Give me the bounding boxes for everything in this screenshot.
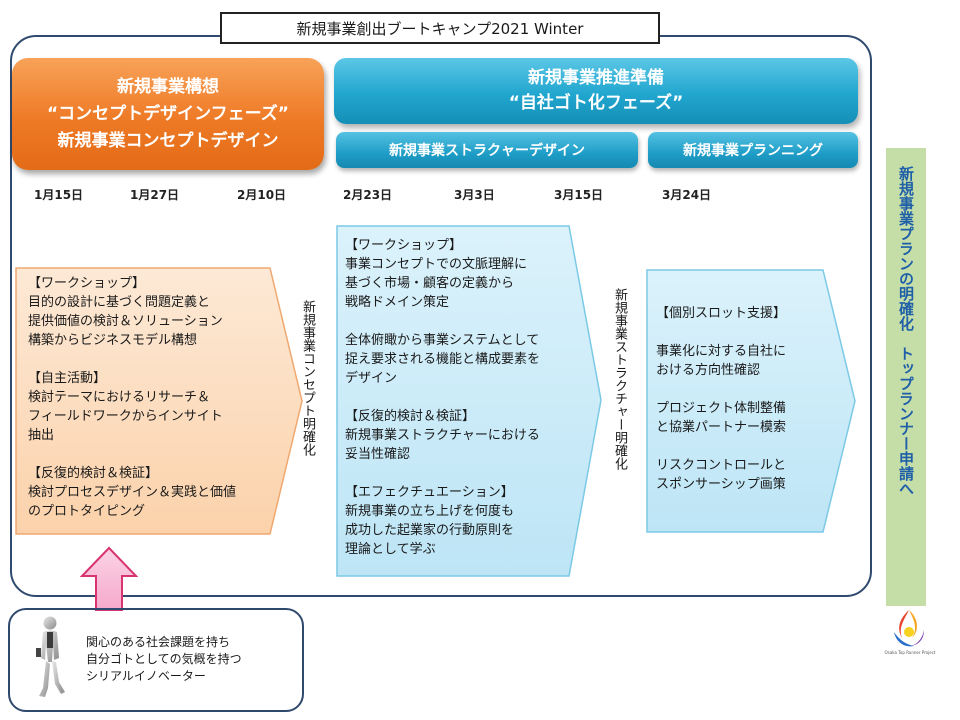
structure-box-line: 【エフェクチュエーション】 [345,485,514,500]
concept-box-line [28,350,288,369]
structure-box-line [345,388,595,407]
concept-box-text: 【ワークショップ】目的の設計に基づく問題定義と提供価値の検討＆ソリューション構築… [28,274,288,521]
sub-phase-planning: 新規事業プランニング [648,132,858,168]
concept-box-line: 検討プロセスデザイン＆実践と価値 [28,485,237,500]
planning-arrow-box [646,269,856,533]
planning-box-line: と協業パートナー模索 [656,420,787,435]
concept-box-line: 検討テーマにおけるリサーチ＆ [28,390,211,405]
phase-concept-line3: 新規事業コンセプトデザイン [57,130,279,151]
page-title: 新規事業創出ブートキャンプ2021 Winter [220,12,660,44]
structure-arrow-box [336,225,602,577]
structure-box-line: デザイン [345,371,398,386]
structure-box-line [345,464,595,483]
structure-box-line [345,312,595,331]
structure-box-line: 理論として学ぶ [345,542,436,557]
planning-box-line: 【個別スロット支援】 [656,306,787,321]
phase-promotion-line1: 新規事業推進準備 [528,68,664,88]
planning-box-line: スポンサーシップ画策 [656,477,786,492]
planning-box-line [656,323,836,342]
phase-promotion-line2: “自社ゴト化フェーズ” [508,93,684,113]
concept-box-line: のプロトタイピング [28,504,146,519]
logo-caption: Osaka Top Runner Project [884,650,936,655]
structure-box-line: 全体俯瞰から事業システムとして [345,333,540,348]
concept-box-line [28,445,288,464]
date-5: 3月3日 [454,188,495,202]
concept-box-line: 提供価値の検討＆ソリューション [28,314,223,329]
date-1: 1月15日 [34,188,84,202]
concept-box-line: 【ワークショップ】 [28,276,146,291]
planning-box-line [656,437,836,456]
sub-phase-structure: 新規事業ストラクャーデザイン [336,132,638,168]
logo-icon [894,610,924,647]
date-2: 1月27日 [130,188,180,202]
date-6: 3月15日 [554,188,604,202]
persona-line: 自分ゴトとしての気概を持つ [86,652,242,666]
date-7: 3月24日 [662,188,712,202]
persona-line: シリアルイノベーター [86,669,206,683]
phase-concept-line1: 新規事業構想 [117,76,219,97]
planning-box-line: プロジェクト体制整備 [656,401,787,416]
persona-box [8,608,304,712]
goal-bar: 新規事業プランの明確化 トップランナー申請へ [886,148,926,606]
date-4: 2月23日 [343,188,393,202]
structure-box-line: 【ワークショップ】 [345,238,463,253]
structure-box-text: 【ワークショップ】事業コンセプトでの文脈理解に基づく市場・顧客の定義から戦略ドメ… [345,236,595,559]
structure-box-line: 新規事業の立ち上げを何度も [345,504,515,519]
concept-box-line: 【自主活動】 [28,371,107,386]
planning-box-line: 事業化に対する自社に [656,344,787,359]
goal-text: 新規事業プランの明確化 トップランナー申請へ [897,166,915,496]
phase-concept-line2: “コンセプトデザインフェーズ” [47,103,289,124]
concept-box-line: 抽出 [28,428,55,443]
concept-box-line: 目的の設計に基づく問題定義と [28,295,211,310]
structure-box-line: 妥当性確認 [345,447,411,462]
up-arrow-icon [80,546,138,611]
structure-box-line: 戦略ドメイン策定 [345,295,450,310]
concept-box-line: 【反復的検討＆検証】 [28,466,159,481]
sub-phase-structure-label: 新規事業ストラクャーデザイン [389,143,585,159]
phase-promotion-banner: 新規事業推進準備 “自社ゴト化フェーズ” [334,58,858,124]
concept-box-line: 構築からビジネスモデル構想 [28,333,198,348]
planning-box-line: おける方向性確認 [656,363,761,378]
date-3: 2月10日 [237,188,287,202]
planning-box-line [656,380,836,399]
title-text: 新規事業創出ブートキャンプ2021 Winter [296,19,584,38]
milestone-concept: 新規事業コンセプト明確化 [300,300,315,456]
sub-phase-planning-label: 新規事業プランニング [683,143,823,159]
structure-box-line: 捉え要求される機能と構成要素を [345,352,541,367]
businessman-icon [36,616,65,697]
structure-box-line: 新規事業ストラクチャーにおける [345,428,540,443]
structure-box-line: 基づく市場・顧客の定義から [345,276,515,291]
structure-box-line: 事業コンセプトでの文脈理解に [345,257,528,272]
structure-box-line: 成功した起業家の行動原則を [345,523,515,538]
persona-line: 関心のある社会課題を持ち [86,635,231,649]
milestone-structure: 新規事業ストラクチャー明確化 [612,288,627,470]
planning-box-line: リスクコントロールと [656,458,787,473]
phase-concept-banner: 新規事業構想 “コンセプトデザインフェーズ” 新規事業コンセプトデザイン [12,58,324,170]
concept-box-line: フィールドワークからインサイト [28,409,223,424]
concept-arrow-box [15,267,303,535]
persona-text: 関心のある社会課題を持ち自分ゴトとしての気概を持つシリアルイノベーター [86,634,242,685]
planning-box-text: 【個別スロット支援】事業化に対する自社における方向性確認プロジェクト体制整備と協… [656,304,836,494]
structure-box-line: 【反復的検討＆検証】 [345,409,476,424]
